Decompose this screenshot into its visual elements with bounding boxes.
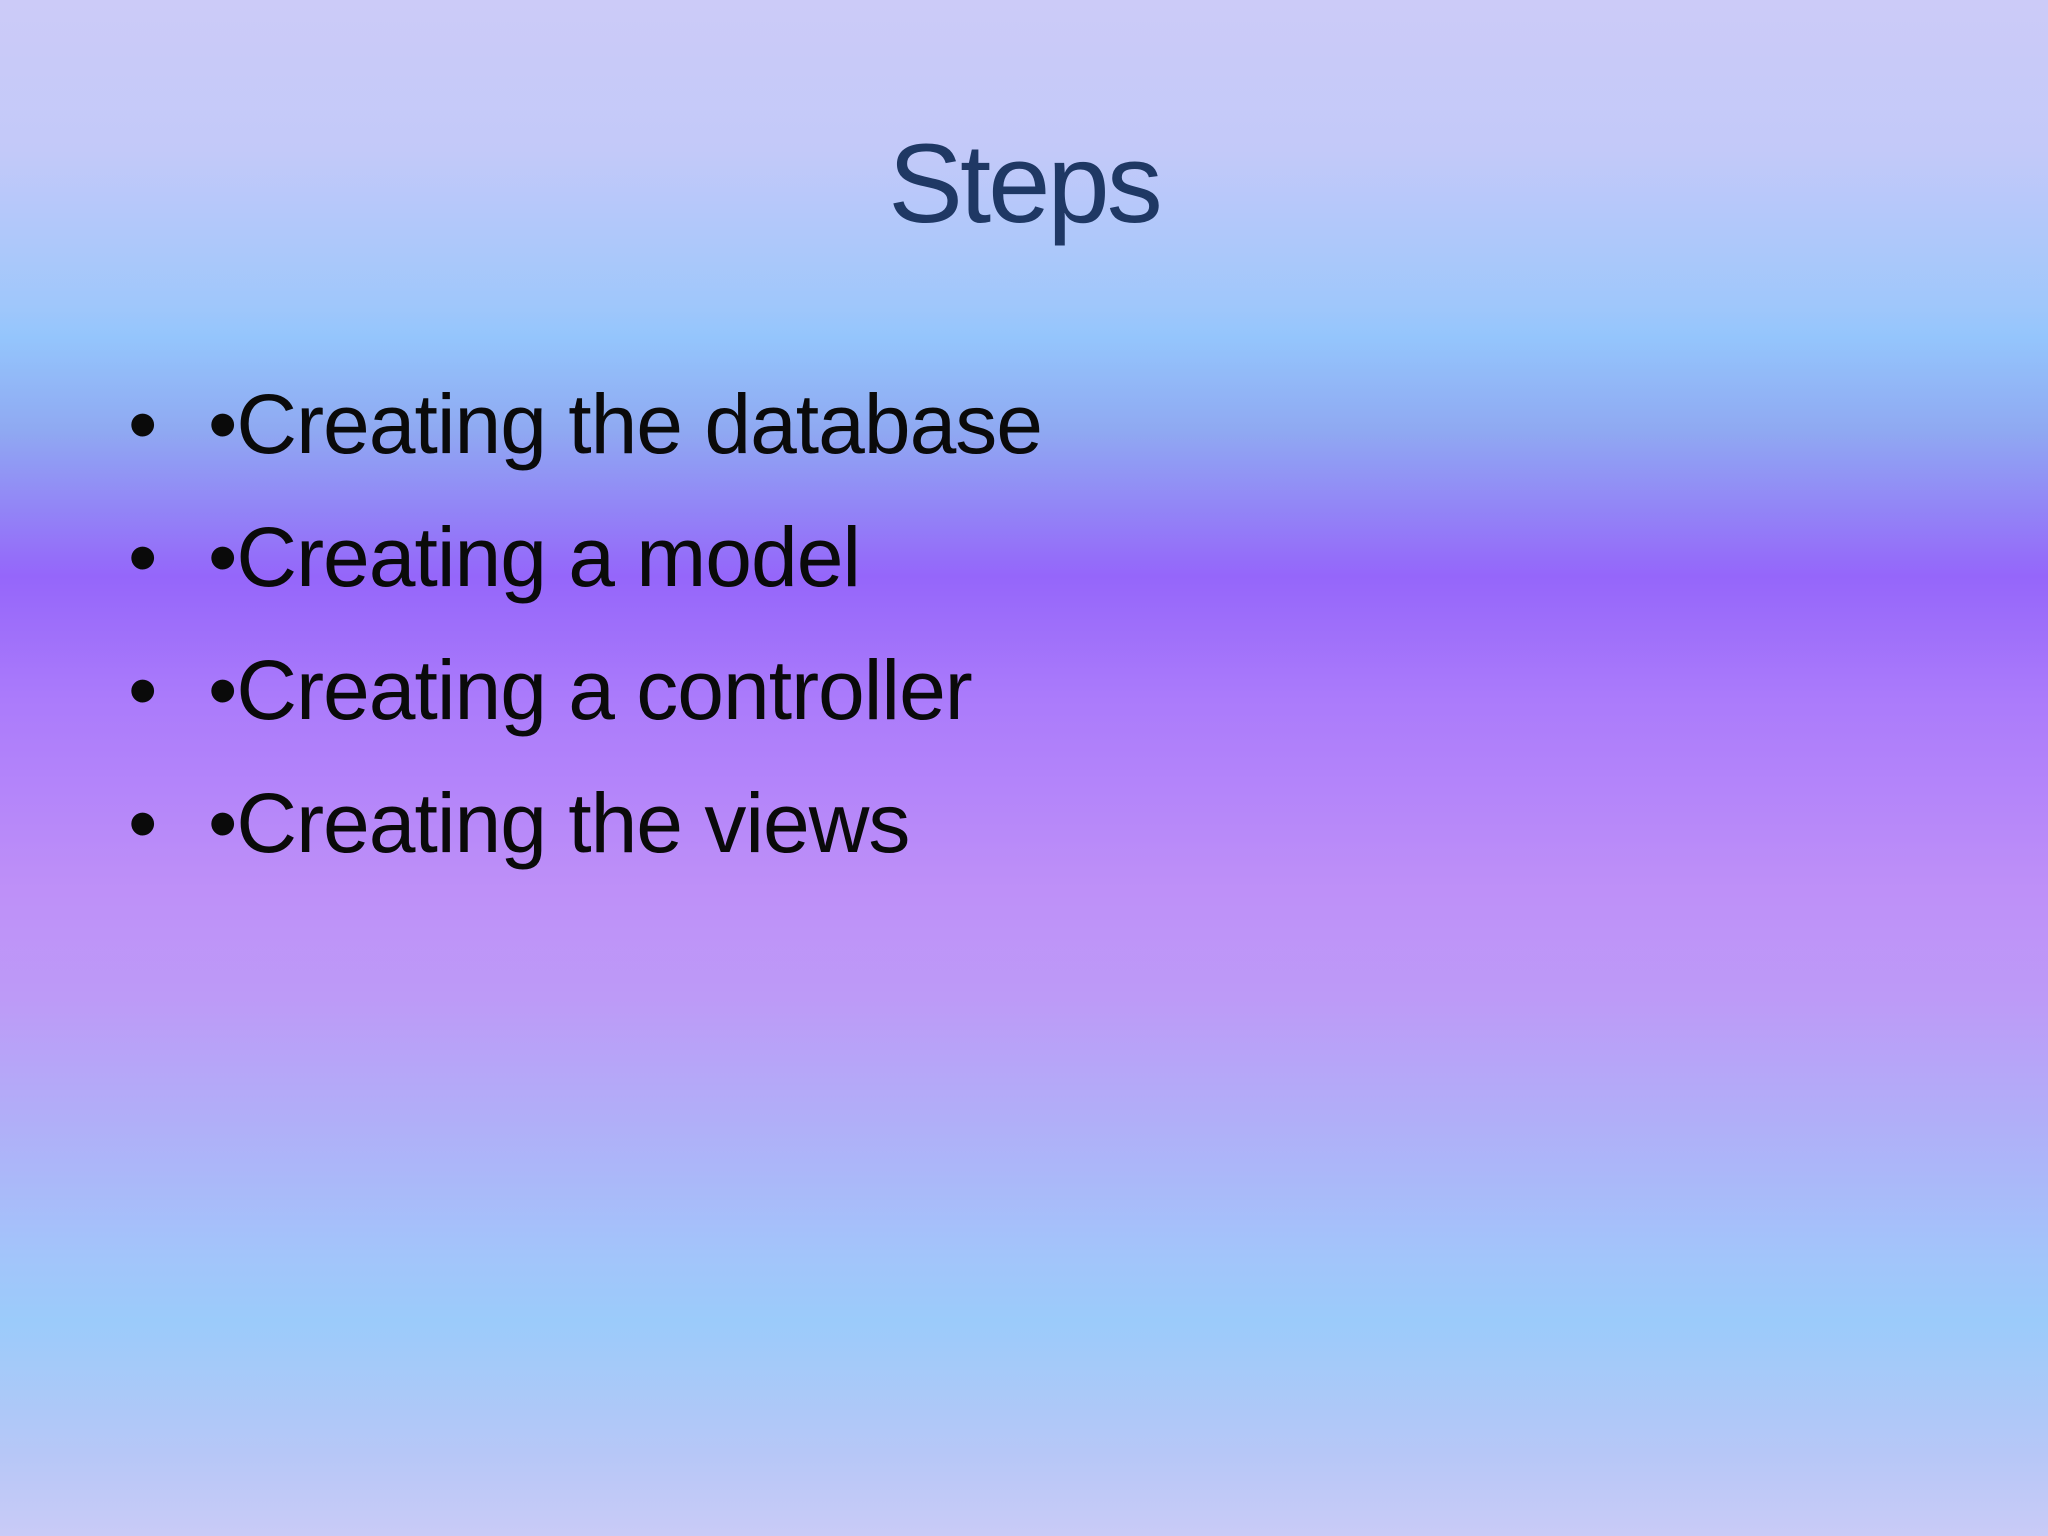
list-item: • •Creating the database <box>128 358 1043 491</box>
bullet-marker-icon: • <box>128 377 157 471</box>
bullet-marker-icon: • <box>128 643 157 737</box>
bullet-list: • •Creating the database • •Creating a m… <box>128 358 1043 890</box>
bullet-marker-icon: • <box>128 776 157 870</box>
slide-title: Steps <box>888 121 1162 246</box>
list-item: • •Creating a controller <box>128 624 1042 757</box>
list-item: • •Creating a model <box>128 491 1042 624</box>
bullet-text: •Creating the views <box>208 776 910 870</box>
bullet-marker-icon: • <box>128 510 157 604</box>
bullet-text: •Creating the database <box>208 377 1043 471</box>
bullet-text: •Creating a controller <box>208 643 973 737</box>
bullet-text: •Creating a model <box>208 510 861 604</box>
list-item: • •Creating the views <box>128 757 1042 890</box>
